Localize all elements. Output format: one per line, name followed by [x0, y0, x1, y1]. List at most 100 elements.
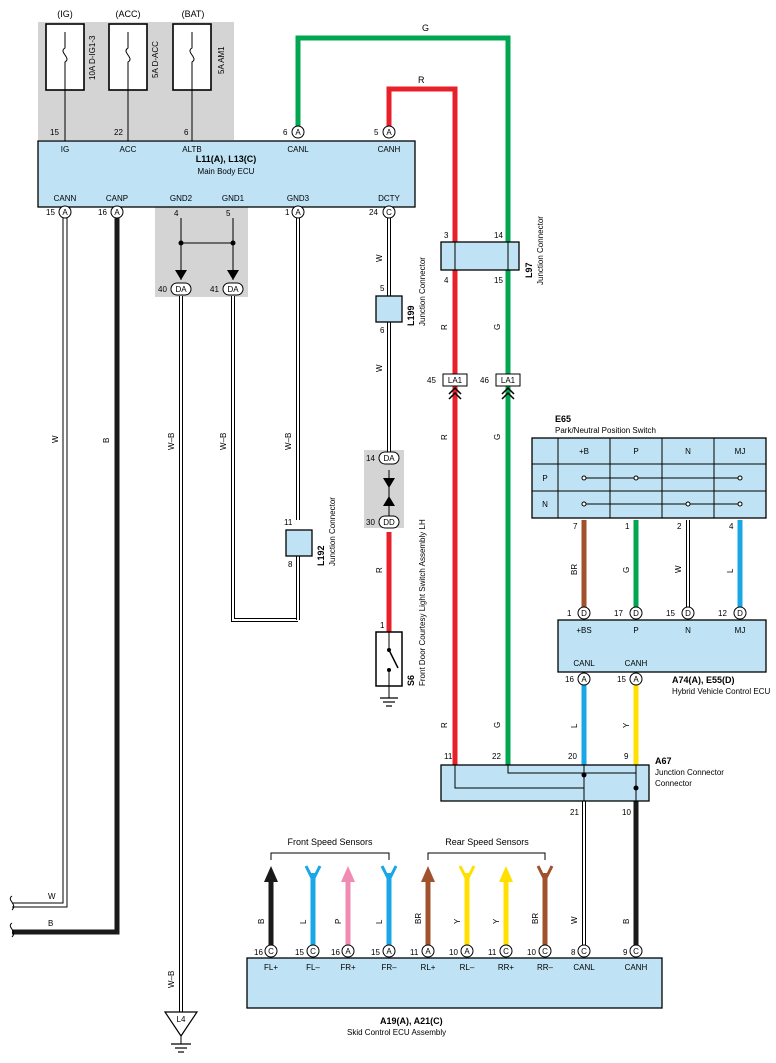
svg-text:P: P — [334, 919, 343, 924]
svg-text:A: A — [464, 947, 470, 956]
rear-speed-sensors-label: Rear Speed Sensors — [445, 837, 529, 847]
svg-text:6: 6 — [283, 128, 288, 137]
svg-text:CANL: CANL — [573, 963, 595, 972]
svg-text:11: 11 — [444, 752, 453, 761]
svg-text:R: R — [418, 75, 425, 85]
svg-text:3: 3 — [444, 231, 449, 240]
svg-text:16: 16 — [331, 948, 340, 957]
svg-text:A: A — [345, 947, 351, 956]
svg-text:9: 9 — [623, 948, 628, 957]
connector-da-14: DA 14 — [366, 451, 400, 465]
svg-text:5: 5 — [380, 284, 385, 293]
svg-text:Skid Control ECU Assembly: Skid Control ECU Assembly — [347, 1028, 446, 1037]
svg-text:LA1: LA1 — [501, 376, 516, 385]
svg-text:L199: L199 — [406, 305, 416, 326]
svg-text:D: D — [685, 609, 691, 618]
switch-s6: 1 S6 Front Door Courtesy Light Switch As… — [375, 519, 427, 707]
svg-text:4: 4 — [444, 276, 449, 285]
svg-text:15: 15 — [371, 948, 380, 957]
svg-text:Main Body ECU: Main Body ECU — [198, 167, 255, 176]
svg-text:P: P — [542, 474, 547, 483]
svg-text:10: 10 — [622, 808, 631, 817]
svg-text:C: C — [310, 947, 316, 956]
svg-text:CANP: CANP — [106, 194, 128, 203]
front-speed-sensors-label: Front Speed Sensors — [287, 837, 373, 847]
svg-text:15: 15 — [50, 128, 59, 137]
svg-text:W: W — [48, 892, 56, 901]
svg-text:A: A — [581, 675, 587, 684]
svg-text:R: R — [440, 324, 449, 330]
svg-text:W–B: W–B — [167, 433, 176, 450]
fuse-acc: (ACC) 5A D-ACC — [108, 9, 160, 141]
svg-text:L192: L192 — [316, 545, 326, 566]
svg-text:5: 5 — [226, 209, 231, 218]
svg-text:CANL: CANL — [573, 659, 595, 668]
svg-text:W: W — [375, 254, 384, 262]
svg-text:22: 22 — [492, 752, 501, 761]
svg-text:R: R — [440, 434, 449, 440]
svg-text:W–B: W–B — [284, 433, 293, 450]
svg-text:LA1: LA1 — [448, 376, 463, 385]
fuse-bat: (BAT) 5A AM1 — [172, 9, 226, 141]
svg-text:N: N — [685, 447, 691, 456]
svg-text:Junction Connector: Junction Connector — [328, 497, 337, 566]
svg-text:RL+: RL+ — [421, 963, 436, 972]
svg-text:41: 41 — [210, 285, 219, 294]
svg-text:B: B — [257, 919, 266, 924]
svg-text:A: A — [425, 947, 431, 956]
svg-text:G: G — [493, 324, 502, 330]
svg-text:L: L — [726, 568, 735, 573]
wire-gnd1-wb — [231, 296, 298, 622]
svg-text:14: 14 — [494, 231, 503, 240]
svg-text:L97: L97 — [524, 262, 534, 278]
svg-text:Junction Connector: Junction Connector — [536, 216, 545, 285]
svg-text:+BS: +BS — [576, 626, 591, 635]
svg-text:6: 6 — [184, 128, 189, 137]
junction-a67: 11 22 20 9 21 10 A67 Junction Connector … — [440, 752, 724, 817]
svg-text:5A D-ACC: 5A D-ACC — [151, 41, 160, 78]
svg-text:G: G — [493, 434, 502, 440]
svg-text:FL+: FL+ — [264, 963, 278, 972]
svg-text:R: R — [375, 567, 384, 573]
svg-text:MJ: MJ — [735, 626, 746, 635]
svg-text:1: 1 — [380, 621, 385, 630]
svg-text:GND1: GND1 — [222, 194, 245, 203]
park-neutral-switch-e65: E65 Park/Neutral Position Switch +B P N … — [531, 414, 767, 531]
svg-text:Front Door Courtesy Light Swit: Front Door Courtesy Light Switch Assembl… — [418, 519, 427, 686]
svg-text:C: C — [386, 208, 392, 217]
svg-text:BR: BR — [531, 913, 540, 924]
svg-text:(IG): (IG) — [57, 9, 73, 19]
wire-cann-w — [12, 218, 68, 908]
svg-text:Junction Connector: Junction Connector — [418, 257, 427, 326]
svg-text:+B: +B — [579, 447, 589, 456]
junction-l199: 5 6 L199 Junction Connector — [375, 257, 427, 335]
svg-text:16: 16 — [254, 948, 263, 957]
svg-text:Park/Neutral Position Switch: Park/Neutral Position Switch — [555, 426, 656, 435]
wire-g-can — [295, 35, 511, 400]
svg-text:CANN: CANN — [54, 194, 77, 203]
svg-text:17: 17 — [614, 609, 623, 618]
svg-text:B: B — [48, 919, 53, 928]
svg-text:46: 46 — [480, 376, 489, 385]
svg-text:1: 1 — [285, 208, 290, 217]
fuse-ig: (IG) 10A D-IG1-3 — [45, 9, 97, 141]
svg-text:1: 1 — [567, 609, 572, 618]
ground-l4: L4 — [163, 1011, 199, 1053]
svg-text:24: 24 — [369, 208, 378, 217]
svg-text:IG: IG — [61, 145, 69, 154]
svg-text:RR+: RR+ — [498, 963, 515, 972]
svg-text:BR: BR — [570, 564, 579, 575]
svg-text:C: C — [268, 947, 274, 956]
svg-text:N: N — [542, 500, 548, 509]
svg-text:P: P — [633, 447, 638, 456]
svg-text:FR+: FR+ — [340, 963, 356, 972]
svg-text:A74(A), E55(D): A74(A), E55(D) — [672, 675, 735, 685]
svg-text:L11(A), L13(C): L11(A), L13(C) — [196, 154, 257, 164]
svg-text:9: 9 — [624, 752, 629, 761]
svg-text:MJ: MJ — [735, 447, 746, 456]
svg-text:C: C — [542, 947, 548, 956]
svg-text:6: 6 — [380, 326, 385, 335]
svg-text:11: 11 — [284, 518, 293, 527]
svg-text:E65: E65 — [555, 414, 571, 424]
svg-text:L4: L4 — [177, 1015, 186, 1024]
